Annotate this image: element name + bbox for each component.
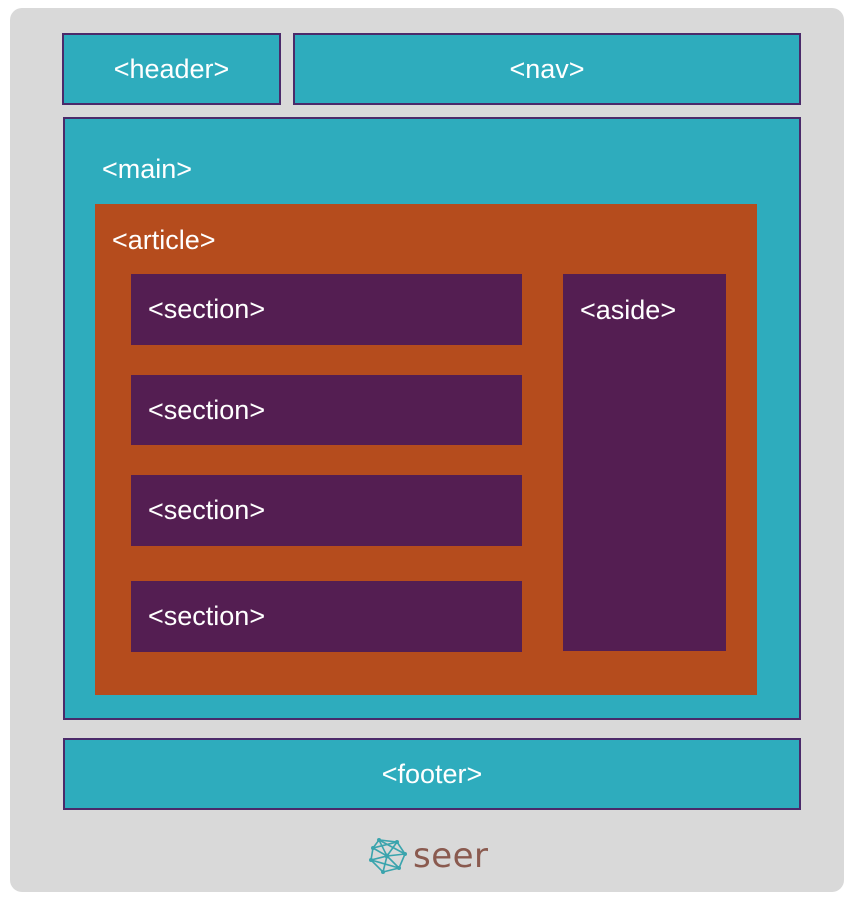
header-label: <header> — [113, 53, 230, 84]
section-block: <section> — [131, 375, 522, 445]
seer-logo: seer — [367, 836, 489, 876]
aside-block: <aside> — [563, 274, 726, 651]
aside-label: <aside> — [580, 295, 677, 325]
section-block: <section> — [131, 274, 522, 345]
logo-text: seer — [413, 836, 489, 876]
section-label: <section> — [148, 601, 266, 631]
network-globe-icon — [369, 838, 407, 874]
nav-block: <nav> — [293, 33, 801, 105]
section-block: <section> — [131, 581, 522, 652]
nav-label: <nav> — [509, 53, 585, 84]
footer-label: <footer> — [381, 758, 483, 789]
article-label: <article> — [112, 225, 216, 255]
section-label: <section> — [148, 394, 266, 425]
section-block: <section> — [131, 475, 522, 546]
header-block: <header> — [62, 33, 281, 105]
footer-block: <footer> — [63, 738, 801, 810]
section-label: <section> — [148, 495, 266, 525]
section-label: <section> — [148, 294, 266, 324]
main-label: <main> — [102, 154, 193, 184]
